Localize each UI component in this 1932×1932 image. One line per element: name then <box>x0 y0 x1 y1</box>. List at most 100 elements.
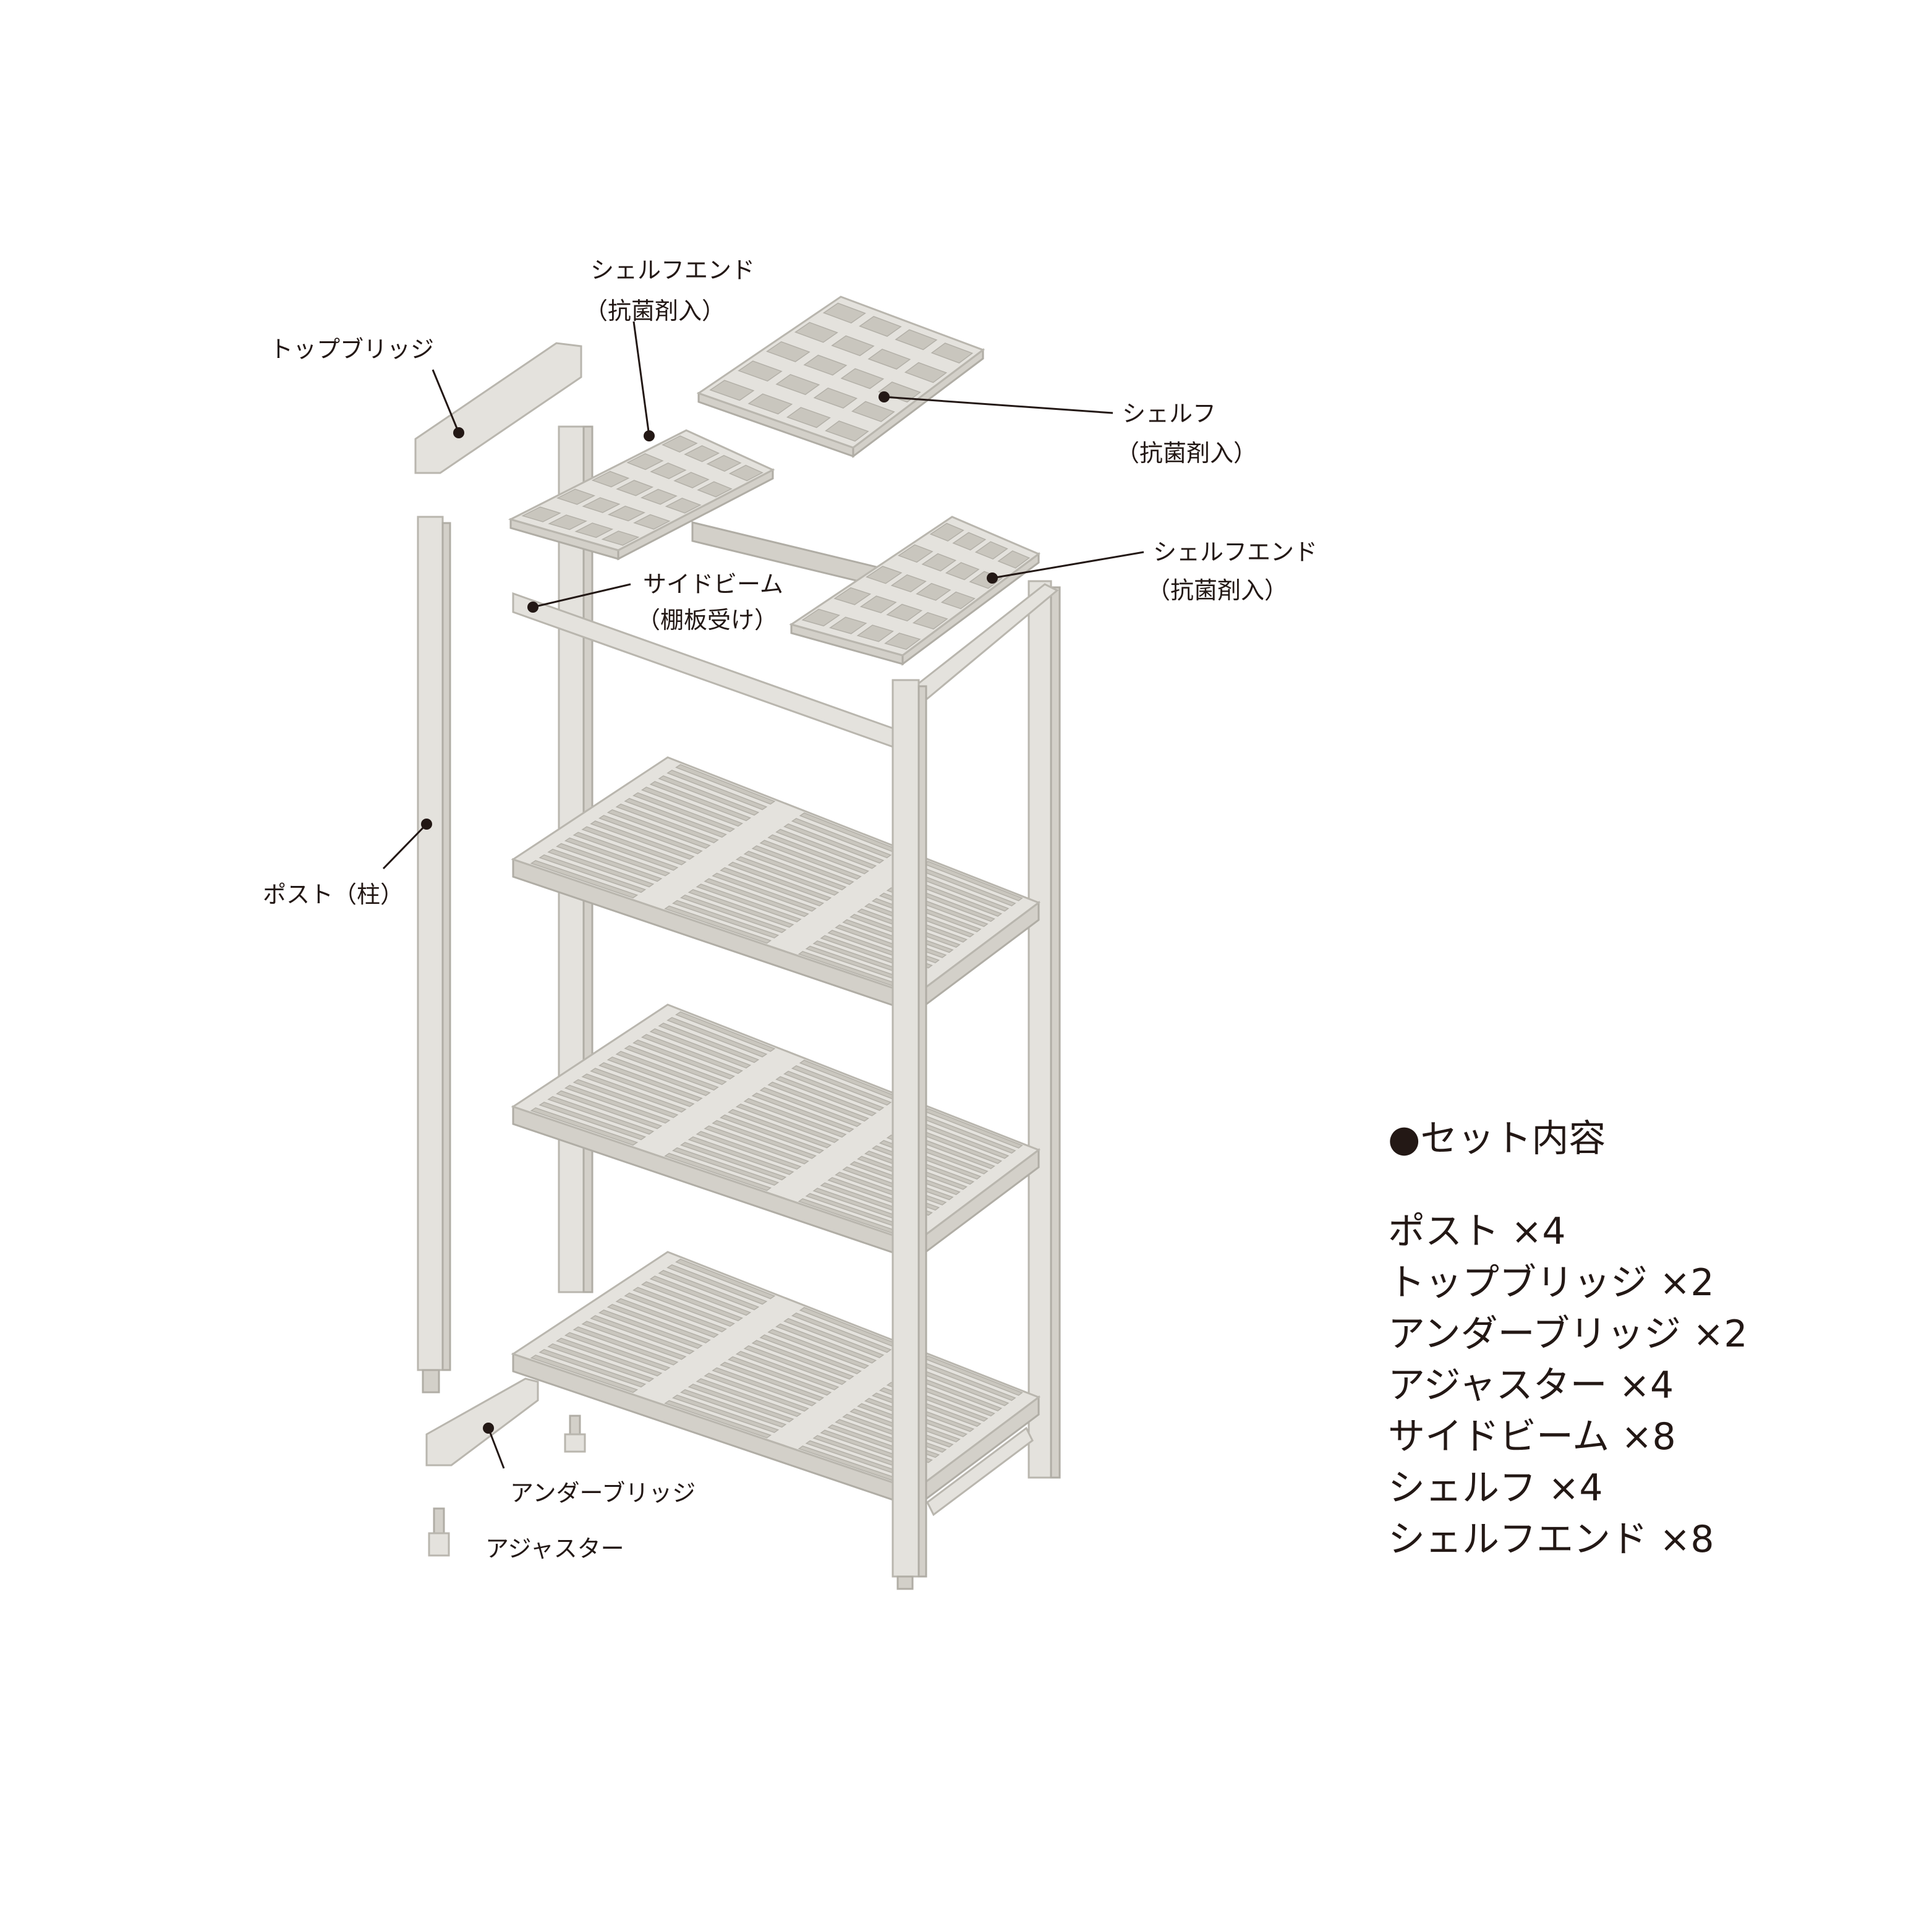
shelf-slot <box>886 603 923 622</box>
shelf-slot <box>743 1345 847 1385</box>
shelf-slot <box>521 506 561 522</box>
post-front-left <box>892 679 927 1590</box>
set-item: アンダーブリッジ ×2 <box>1388 1313 1748 1356</box>
shelf-slot <box>649 1275 752 1316</box>
shelf-slot <box>640 1281 744 1322</box>
shelf-slot <box>735 856 840 896</box>
shelf-slot <box>673 472 710 488</box>
adjuster-1 <box>564 1415 586 1453</box>
shelf-slot <box>728 464 764 482</box>
shelf-slot <box>581 1321 687 1360</box>
shelf-slot <box>572 1326 679 1366</box>
set-contents-title: ●セット内容 <box>1388 1117 1606 1160</box>
label-shelf-end-top-2: （抗菌剤入） <box>584 297 725 325</box>
shelf-slot <box>801 608 841 627</box>
post-loose <box>417 516 451 1394</box>
shelf-slot <box>743 851 847 891</box>
shelf-slot <box>851 401 895 422</box>
shelf-slot <box>662 435 698 453</box>
shelf-slot <box>759 840 862 880</box>
shelf-slot <box>666 1264 768 1305</box>
shelf-end-right <box>789 516 1040 666</box>
shelf-slot <box>679 894 787 934</box>
shelf-slot <box>530 1355 639 1394</box>
shelf-slot <box>783 1070 885 1111</box>
shelf-slot <box>556 1337 663 1377</box>
label-shelf-1: シェルフ <box>1122 400 1216 427</box>
shelf-slot <box>840 368 885 389</box>
shelf-slot <box>767 834 869 875</box>
label-side-beam-2: （棚板受け） <box>637 606 778 634</box>
shelf-slot <box>650 462 687 480</box>
shelf-slot <box>624 798 727 838</box>
shelf-slot <box>884 632 921 650</box>
label-adjuster: アジャスター <box>485 1535 624 1562</box>
shelf-slot <box>704 1125 809 1165</box>
under-frame <box>926 1426 1034 1517</box>
shelf-slot <box>751 1092 854 1133</box>
set-item: トップブリッジ ×2 <box>1388 1261 1714 1304</box>
shelf-slot <box>581 1073 687 1113</box>
shelf-slot <box>775 373 820 395</box>
shelf-slot <box>706 454 742 472</box>
shelf-slot <box>556 1090 663 1130</box>
shelf-slot <box>675 1258 776 1300</box>
set-item: サイドビーム ×8 <box>1388 1415 1676 1458</box>
shelf-slot <box>672 1394 780 1433</box>
shelf-slot <box>632 1039 736 1080</box>
shelf-slot <box>696 1378 802 1417</box>
shelf-slot <box>664 905 772 944</box>
shelf-slot <box>921 553 957 572</box>
shelf-slot <box>687 1384 794 1423</box>
label-shelf-end-right-1: シェルフエンド <box>1153 538 1317 566</box>
shelf-slot <box>829 616 867 634</box>
shelf-slot <box>601 530 640 546</box>
shelf-slot <box>940 591 976 610</box>
label-top-bridge: トップブリッジ <box>270 336 434 363</box>
shelf-end-left <box>508 429 775 561</box>
shelf-slot <box>666 1016 768 1058</box>
shelf-slot <box>751 845 854 885</box>
shelf-slot <box>856 624 894 642</box>
shelf-slot <box>666 769 768 811</box>
shelf-slot <box>751 1340 854 1380</box>
shelf-slot <box>679 1389 787 1428</box>
shelf-slot <box>590 1315 695 1355</box>
shelf-slot <box>822 302 866 324</box>
set-item: シェルフ ×4 <box>1388 1466 1603 1510</box>
set-item: シェルフエンド ×8 <box>1388 1518 1714 1561</box>
shelf-slot <box>759 1334 862 1374</box>
top-bridge <box>414 342 582 474</box>
shelf-slot <box>738 360 783 382</box>
shelf-slot <box>997 550 1031 569</box>
shelf-slot <box>895 329 938 351</box>
shelf-slot <box>775 1323 877 1364</box>
shelf-slot <box>720 1114 825 1154</box>
shelf-slot <box>712 872 817 912</box>
shelf-slot <box>720 1361 825 1402</box>
shelf-slot <box>572 1079 679 1118</box>
shelf-slot <box>649 781 752 822</box>
shelf-slot <box>794 321 838 343</box>
shelf-slot <box>791 1065 892 1106</box>
shelf-slot <box>615 1298 719 1338</box>
shelf-slot <box>658 775 760 816</box>
shelf-slot <box>712 1367 817 1406</box>
shelf-slot <box>598 1062 703 1102</box>
shelf-slot <box>813 387 858 409</box>
shelf-slot <box>564 1332 671 1371</box>
shelf-slot <box>720 867 825 907</box>
label-under-bridge: アンダーブリッジ <box>510 1479 696 1507</box>
shelf-slot <box>665 497 702 514</box>
shelf-slot <box>547 1343 655 1382</box>
shelf-slot <box>728 861 832 901</box>
shelf-slot <box>859 595 897 614</box>
shelf-slot <box>791 817 892 859</box>
shelf-slot <box>974 541 1008 560</box>
under-bridge <box>425 1377 539 1466</box>
shelf-slot <box>572 832 679 871</box>
shelf-slot <box>640 488 678 505</box>
shelf-slot <box>538 1101 647 1141</box>
shelf-slot <box>547 1096 655 1135</box>
